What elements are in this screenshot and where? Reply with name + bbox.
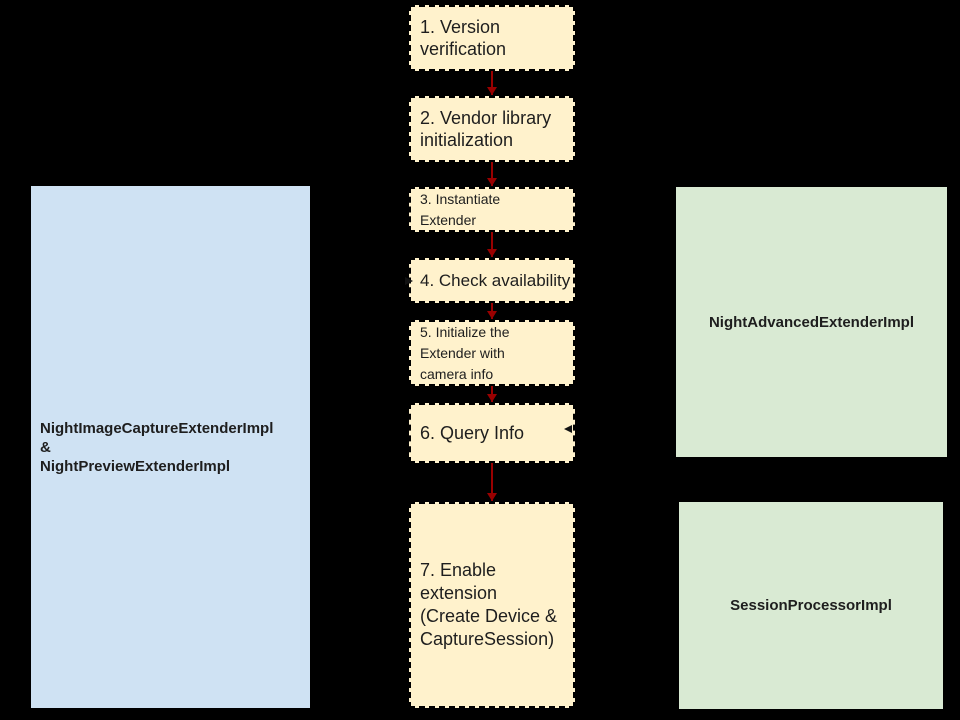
flow-arrow-2-3 [487, 162, 497, 186]
flow-step-5-label: 5. Initialize the Extender with camera i… [420, 323, 510, 382]
panel-session-processor: SessionProcessorImpl [679, 502, 943, 709]
flow-step-3-instantiate-extender: 3. Instantiate Extender [409, 187, 575, 232]
connector-arrowhead-into-step4-icon [405, 277, 413, 285]
flow-step-5-initialize-extender: 5. Initialize the Extender with camera i… [409, 320, 575, 386]
flow-step-4-label: 4. Check availability [420, 270, 571, 290]
flow-arrow-1-2 [487, 71, 497, 95]
flow-step-7-label: 7. Enable extension (Create Device & Cap… [420, 560, 558, 649]
flow-step-3-label: 3. Instantiate Extender [420, 190, 501, 228]
panel-night-image-capture-extender-label: NightImageCaptureExtenderImpl & NightPre… [40, 419, 274, 475]
flow-step-1-version-verification: 1. Version verification [409, 5, 575, 71]
panel-session-processor-label: SessionProcessorImpl [730, 597, 892, 614]
panel-night-advanced-extender-label: NightAdvancedExtenderImpl [708, 313, 915, 331]
flow-step-1-label: 1. Version verification [420, 17, 507, 59]
panel-night-advanced-extender: NightAdvancedExtenderImpl [676, 187, 947, 457]
flow-step-2-vendor-library-init: 2. Vendor library initialization [409, 96, 575, 162]
flow-step-2-label: 2. Vendor library initialization [420, 108, 552, 150]
flow-step-6-label: 6. Query Info [420, 423, 525, 443]
flow-arrow-6-7 [487, 463, 497, 501]
flow-arrow-4-5 [487, 303, 497, 319]
panel-night-image-capture-extender: NightImageCaptureExtenderImpl & NightPre… [31, 186, 310, 708]
flow-arrow-5-6 [487, 386, 497, 402]
flow-step-4-check-availability: 4. Check availability [409, 258, 575, 303]
flow-step-7-enable-extension: 7. Enable extension (Create Device & Cap… [409, 502, 575, 708]
connector-arrowhead-into-step6-icon [564, 425, 572, 433]
flow-step-6-query-info: 6. Query Info [409, 403, 575, 463]
flow-arrow-3-4 [487, 232, 497, 257]
